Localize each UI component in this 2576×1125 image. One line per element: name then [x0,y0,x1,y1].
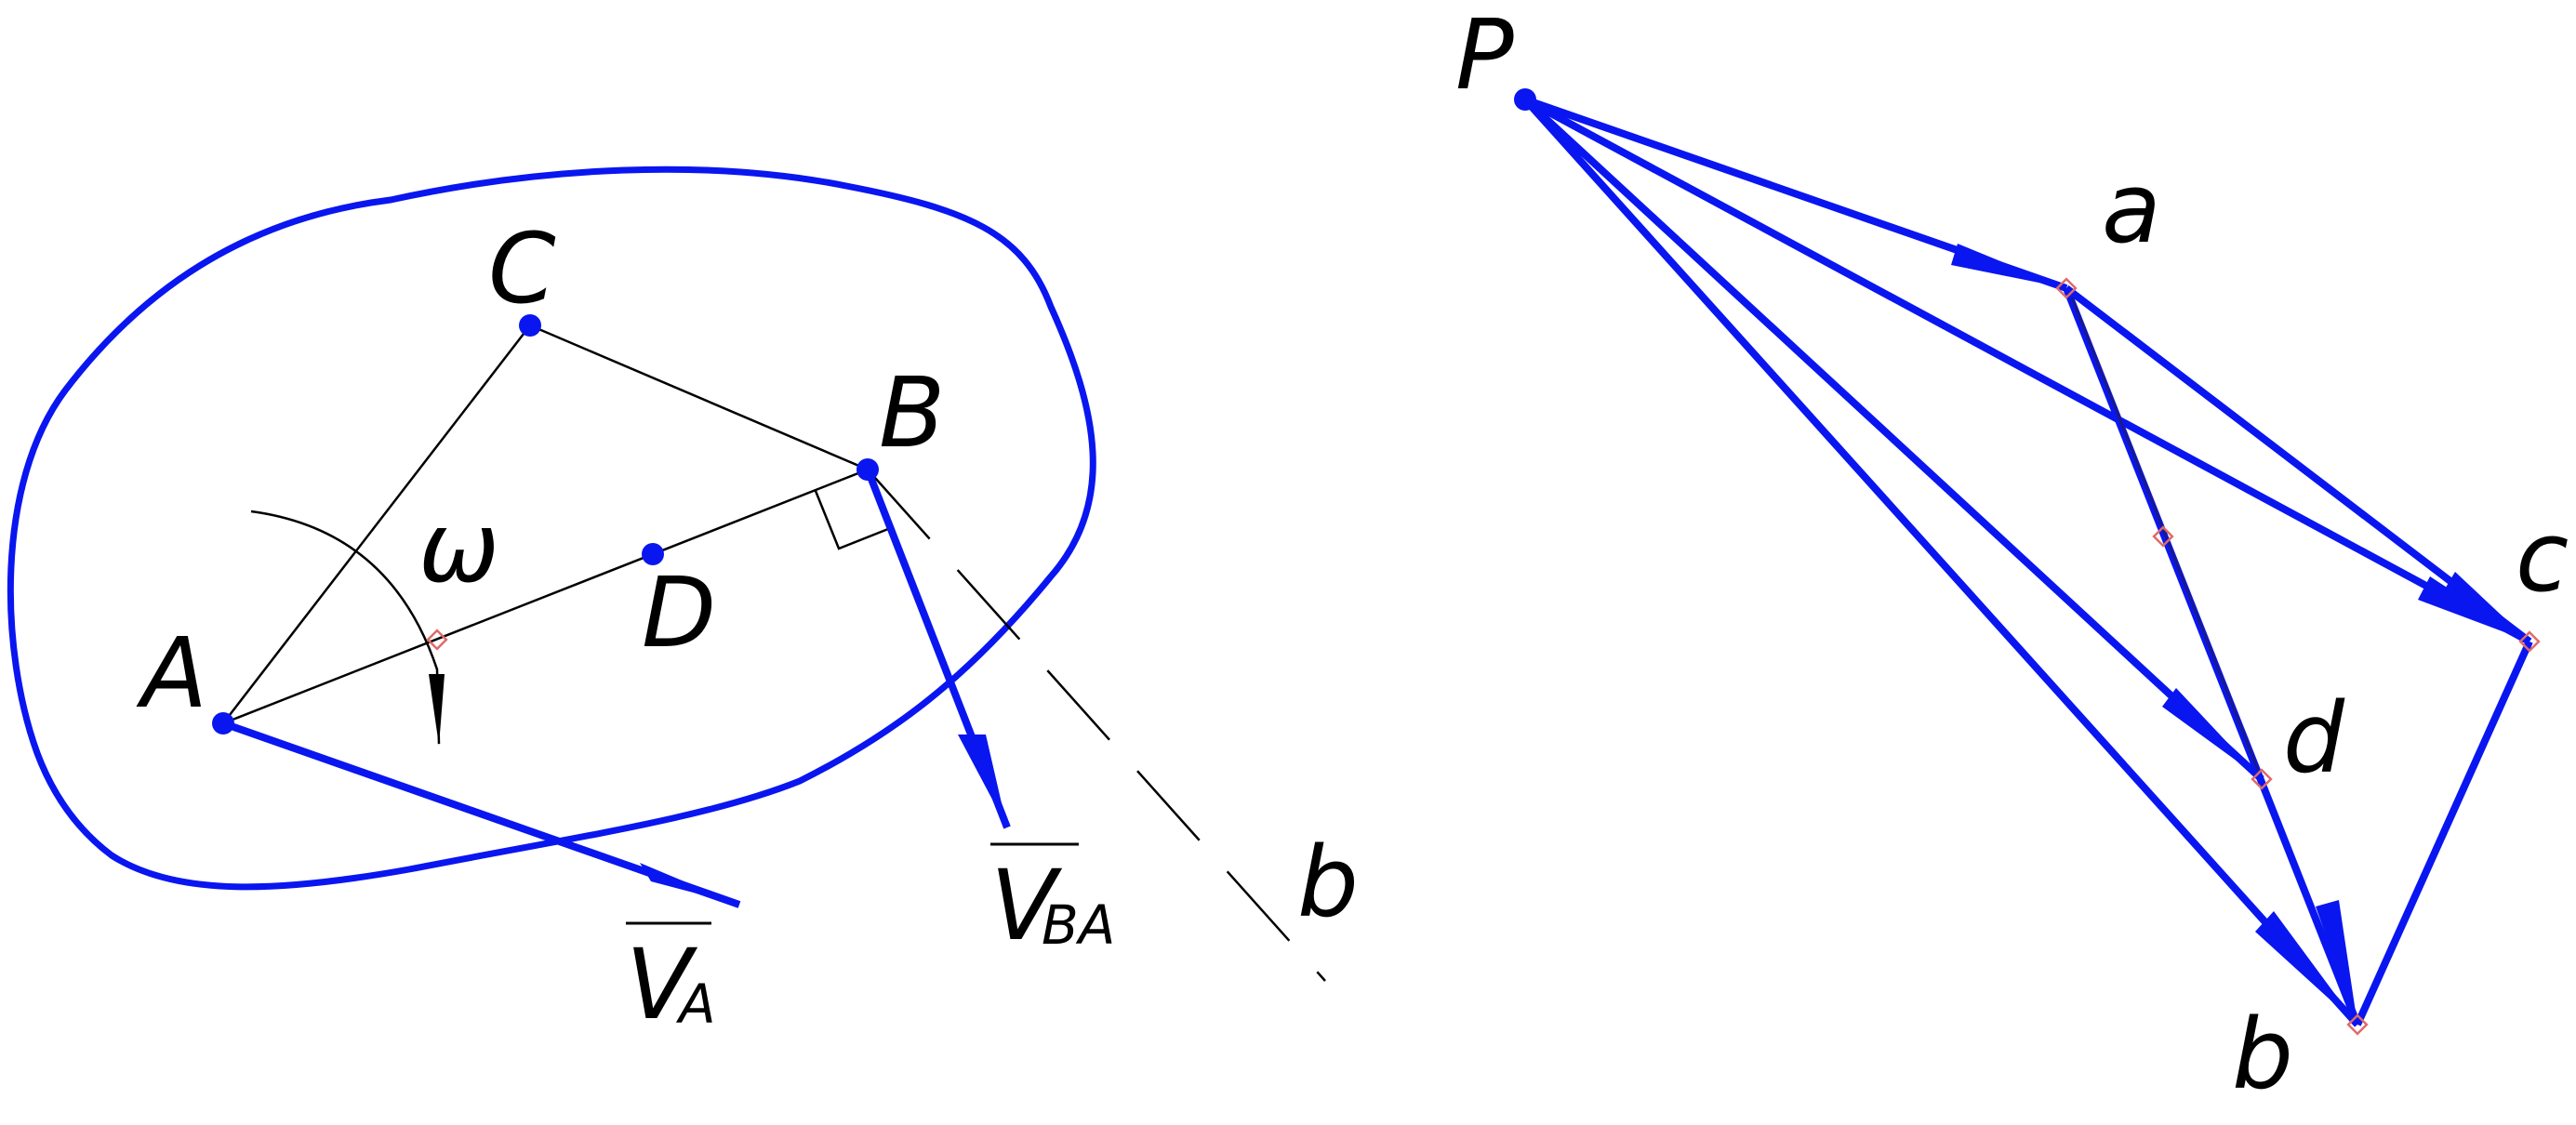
marker-a [2055,277,2078,299]
label-b-plan: b [2232,998,2293,1111]
point-D [642,543,664,565]
line-AC [222,324,531,724]
marker-b [2346,1013,2369,1036]
label-D: D [642,556,716,669]
vector-Pd [1522,97,2264,782]
vector-Pc [1523,96,2531,645]
vector-ab-arrowhead [2316,900,2357,1025]
label-VA: V A [626,921,716,1041]
velocity-vector-vba-arrowhead [958,735,1007,827]
velocity-vector-va-arrowhead [640,863,739,905]
label-A: A [136,616,207,730]
velocity-plan: P a c d b [1455,0,2569,1111]
segment-ad-dark [2070,297,2260,771]
right-angle-mark [814,490,894,550]
rigid-body-diagram: A B C D ω b V A V BA [7,165,1359,1041]
label-VA-sub: A [675,973,716,1036]
vector-Pd-arrowhead [2162,688,2262,779]
label-c: c [2516,500,2569,614]
omega-rotation-arrow [250,510,441,745]
omega-arrowhead [429,674,445,746]
label-a: a [2102,152,2161,265]
point-A [212,712,234,735]
dashed-line-to-b [867,469,1326,982]
vector-ac-arrowhead [2441,572,2530,642]
label-d: d [2283,682,2345,795]
marker-c [2518,630,2541,653]
vector-Pa-arrowhead [1951,244,2066,288]
marker-midpoint-ab [2152,525,2174,548]
label-VBA-main: V [990,849,1063,962]
vector-Pb-arrowhead [2255,911,2357,1025]
rigid-body-outline [7,165,1096,891]
line-CB [529,324,869,471]
label-P: P [1455,0,1514,112]
vector-Pb [1522,97,2360,1027]
label-VBA: V BA [990,842,1115,962]
label-omega: ω [418,491,499,604]
marker-on-AB [426,629,448,651]
label-VBA-sub: BA [1042,893,1115,957]
line-AB [222,468,869,725]
marker-d [2251,768,2273,790]
vector-cb [2354,640,2533,1026]
point-P [1514,88,1536,111]
label-b-left: b [1297,826,1359,939]
label-VA-main: V [626,928,698,1041]
label-B: B [879,356,945,470]
point-C [519,314,541,337]
label-C: C [488,212,556,325]
point-B [856,458,879,481]
